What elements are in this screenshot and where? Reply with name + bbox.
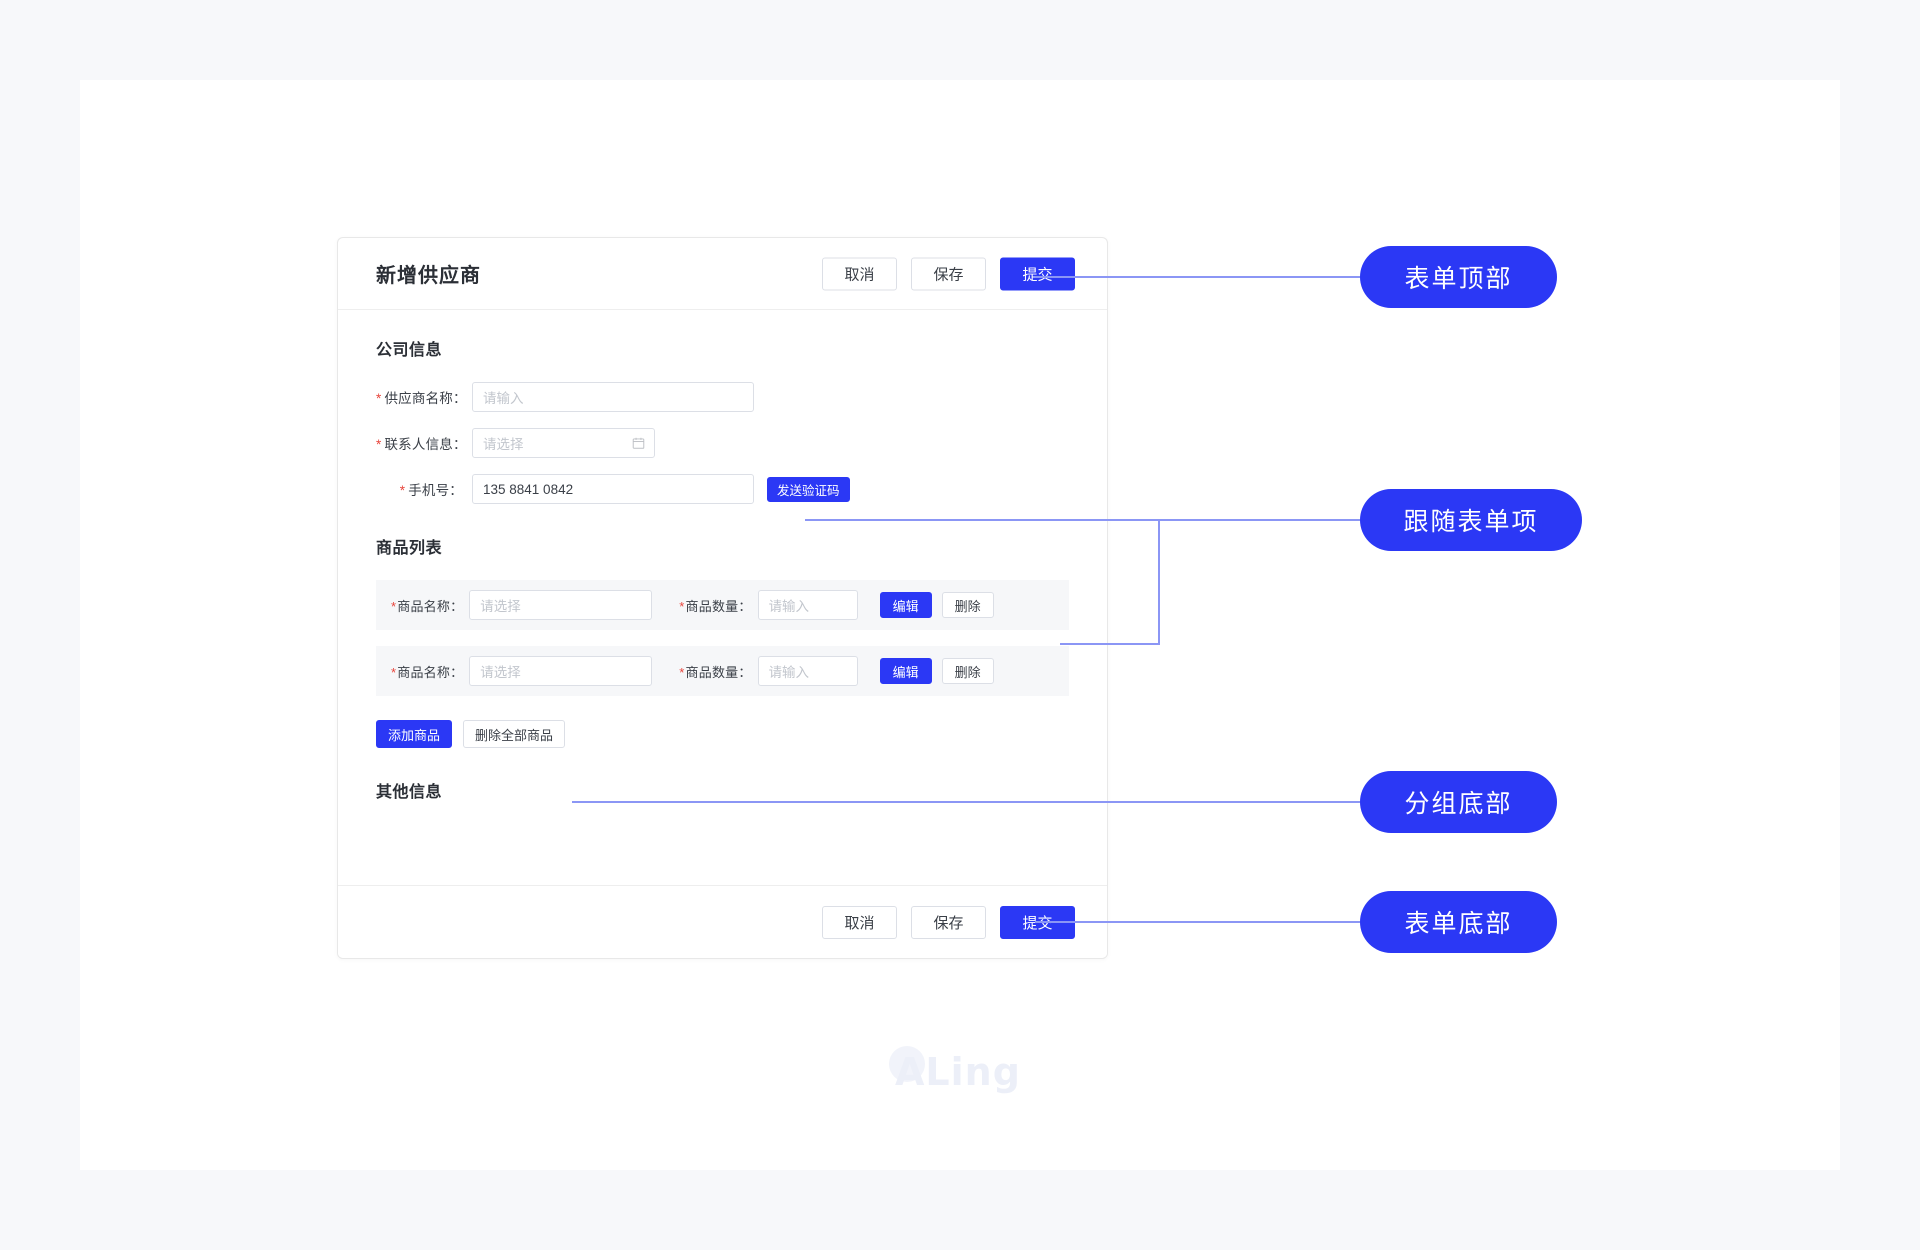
header-submit-button[interactable]: 提交 [1000, 257, 1075, 290]
annotation-pill-inline-field-actions: 跟随表单项 [1360, 489, 1582, 551]
footer-save-button[interactable]: 保存 [911, 905, 986, 939]
section-title-product-list: 商品列表 [376, 540, 443, 557]
required-marker: * [391, 664, 397, 680]
annotation-pill-form-bottom: 表单底部 [1360, 891, 1557, 953]
product-name-select-2[interactable]: 请选择 [469, 656, 653, 686]
watermark-text: ALing [895, 1050, 1021, 1094]
product-delete-button-2[interactable]: 删除 [941, 658, 994, 684]
required-marker: * [399, 483, 406, 498]
watermark: ALing [889, 1046, 1021, 1094]
supplier-name-placeholder: 请输入 [483, 391, 524, 406]
product-row-2: *商品名称： 请选择 *商品数量： 请输入 编辑 删除 [376, 646, 1069, 696]
product-edit-button-1[interactable]: 编辑 [879, 592, 932, 618]
watermark-dot [889, 1046, 925, 1082]
send-verification-code-button[interactable]: 发送验证码 [767, 476, 850, 502]
label-product-qty-2: *商品数量： [679, 664, 752, 680]
field-row-supplier-name: *供应商名称： 请输入 [376, 382, 1069, 412]
product-row-1: *商品名称： 请选择 *商品数量： 请输入 编辑 删除 [376, 580, 1069, 630]
required-marker: * [376, 437, 382, 452]
product-name-placeholder-2: 请选择 [480, 665, 521, 680]
product-qty-placeholder-2: 请输入 [768, 665, 810, 680]
footer-cancel-button[interactable]: 取消 [822, 905, 897, 939]
calendar-icon [632, 437, 645, 449]
label-product-qty-1: *商品数量： [679, 598, 752, 614]
label-phone: *手机号： [399, 483, 463, 498]
group-actions: 添加商品 删除全部商品 [376, 720, 1069, 748]
product-delete-button-1[interactable]: 删除 [941, 592, 994, 618]
form-footer: 取消 保存 提交 [338, 885, 1107, 958]
label-product-name-2: *商品名称： [391, 664, 464, 680]
supplier-name-input[interactable]: 请输入 [472, 382, 754, 412]
form-body: 公司信息 *供应商名称： 请输入 *联系人信息： 请选择 [338, 310, 1107, 887]
required-marker: * [679, 664, 685, 680]
annotation-pill-group-bottom: 分组底部 [1360, 771, 1557, 833]
field-row-contact-info: *联系人信息： 请选择 [376, 428, 1069, 458]
product-qty-input-2[interactable]: 请输入 [757, 656, 858, 686]
header-cancel-button[interactable]: 取消 [822, 257, 897, 290]
footer-submit-button[interactable]: 提交 [1000, 905, 1075, 939]
required-marker: * [391, 598, 397, 614]
label-contact-info: *联系人信息： [376, 437, 467, 452]
delete-all-products-button[interactable]: 删除全部商品 [463, 720, 566, 748]
phone-value: 135 8841 0842 [483, 481, 574, 497]
field-row-phone: *手机号： 135 8841 0842 发送验证码 [376, 474, 1069, 504]
product-qty-placeholder-1: 请输入 [768, 599, 810, 614]
product-name-select-1[interactable]: 请选择 [469, 590, 653, 620]
product-name-placeholder-1: 请选择 [480, 599, 521, 614]
phone-input[interactable]: 135 8841 0842 [472, 474, 754, 504]
product-edit-button-2[interactable]: 编辑 [879, 658, 932, 684]
form-header: 新增供应商 取消 保存 提交 [338, 238, 1107, 310]
annotation-pill-form-top: 表单顶部 [1360, 246, 1557, 308]
contact-info-placeholder: 请选择 [483, 437, 524, 452]
required-marker: * [376, 391, 382, 406]
label-supplier-name: *供应商名称： [376, 391, 467, 406]
header-actions: 取消 保存 提交 [822, 257, 1075, 290]
product-qty-input-1[interactable]: 请输入 [757, 590, 858, 620]
page-title: 新增供应商 [376, 265, 481, 287]
label-product-name-1: *商品名称： [391, 598, 464, 614]
add-product-button[interactable]: 添加商品 [376, 720, 453, 748]
required-marker: * [679, 598, 685, 614]
header-save-button[interactable]: 保存 [911, 257, 986, 290]
contact-info-select[interactable]: 请选择 [472, 428, 655, 458]
section-title-other-info: 其他信息 [376, 784, 443, 801]
section-title-company: 公司信息 [376, 342, 443, 359]
supplier-form-card: 新增供应商 取消 保存 提交 公司信息 *供应商名称： 请输入 *联 [337, 237, 1108, 959]
